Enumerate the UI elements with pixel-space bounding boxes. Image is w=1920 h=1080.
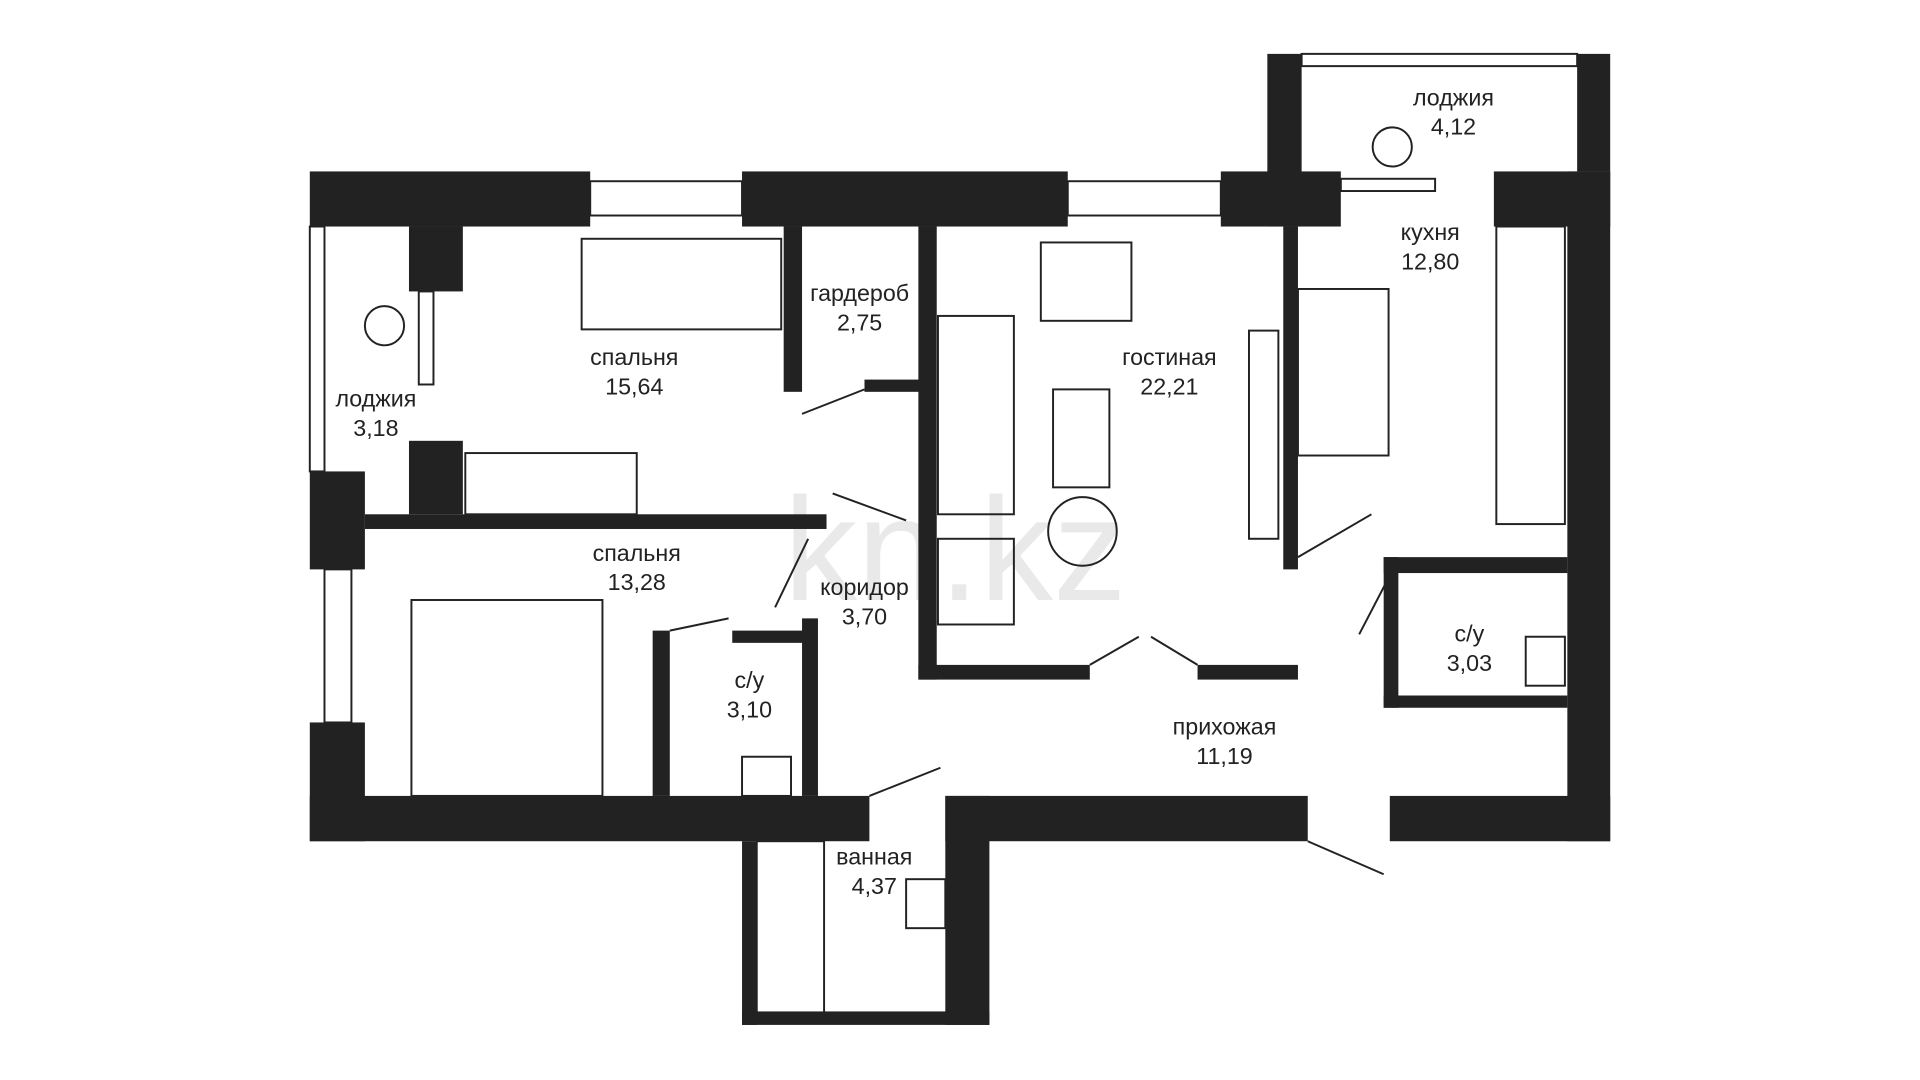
room-name-loggia-left: лоджия xyxy=(335,386,416,412)
room-name-wardrobe: гардероб xyxy=(810,280,909,306)
room-name-wc-2: с/у xyxy=(1455,621,1485,647)
furniture xyxy=(363,126,1566,1014)
room-area-bathroom: 4,37 xyxy=(852,873,897,899)
room-area-corridor: 3,70 xyxy=(842,603,887,629)
room-name-hall: прихожая xyxy=(1173,714,1277,740)
room-name-wc-1: с/у xyxy=(735,667,765,693)
room-name-loggia-top: лоджия xyxy=(1413,84,1494,110)
room-area-kitchen: 12,80 xyxy=(1401,248,1459,274)
room-area-wardrobe: 2,75 xyxy=(837,310,882,336)
room-area-wc-1: 3,10 xyxy=(727,697,772,723)
room-area-bedroom-2: 13,28 xyxy=(608,569,666,595)
doors xyxy=(669,388,1391,876)
room-name-living: гостиная xyxy=(1122,344,1217,370)
room-area-hall: 11,19 xyxy=(1196,743,1252,769)
windows xyxy=(308,52,1579,724)
room-area-loggia-left: 3,18 xyxy=(353,415,398,441)
room-area-loggia-top: 4,12 xyxy=(1431,114,1476,140)
room-name-corridor: коридор xyxy=(820,574,909,600)
walls xyxy=(309,53,1611,1025)
room-name-bathroom: ванная xyxy=(836,843,912,869)
room-name-bedroom-1: спальня xyxy=(590,344,678,370)
room-labels: лоджия 3,18 спальня 15,64 гардероб 2,75 … xyxy=(335,84,1494,899)
room-name-kitchen: кухня xyxy=(1401,219,1460,245)
room-area-bedroom-1: 15,64 xyxy=(605,373,663,399)
watermark: kn.kz xyxy=(784,468,1127,632)
room-area-living: 22,21 xyxy=(1140,373,1198,399)
room-area-wc-2: 3,03 xyxy=(1447,650,1492,676)
room-name-bedroom-2: спальня xyxy=(593,540,681,566)
